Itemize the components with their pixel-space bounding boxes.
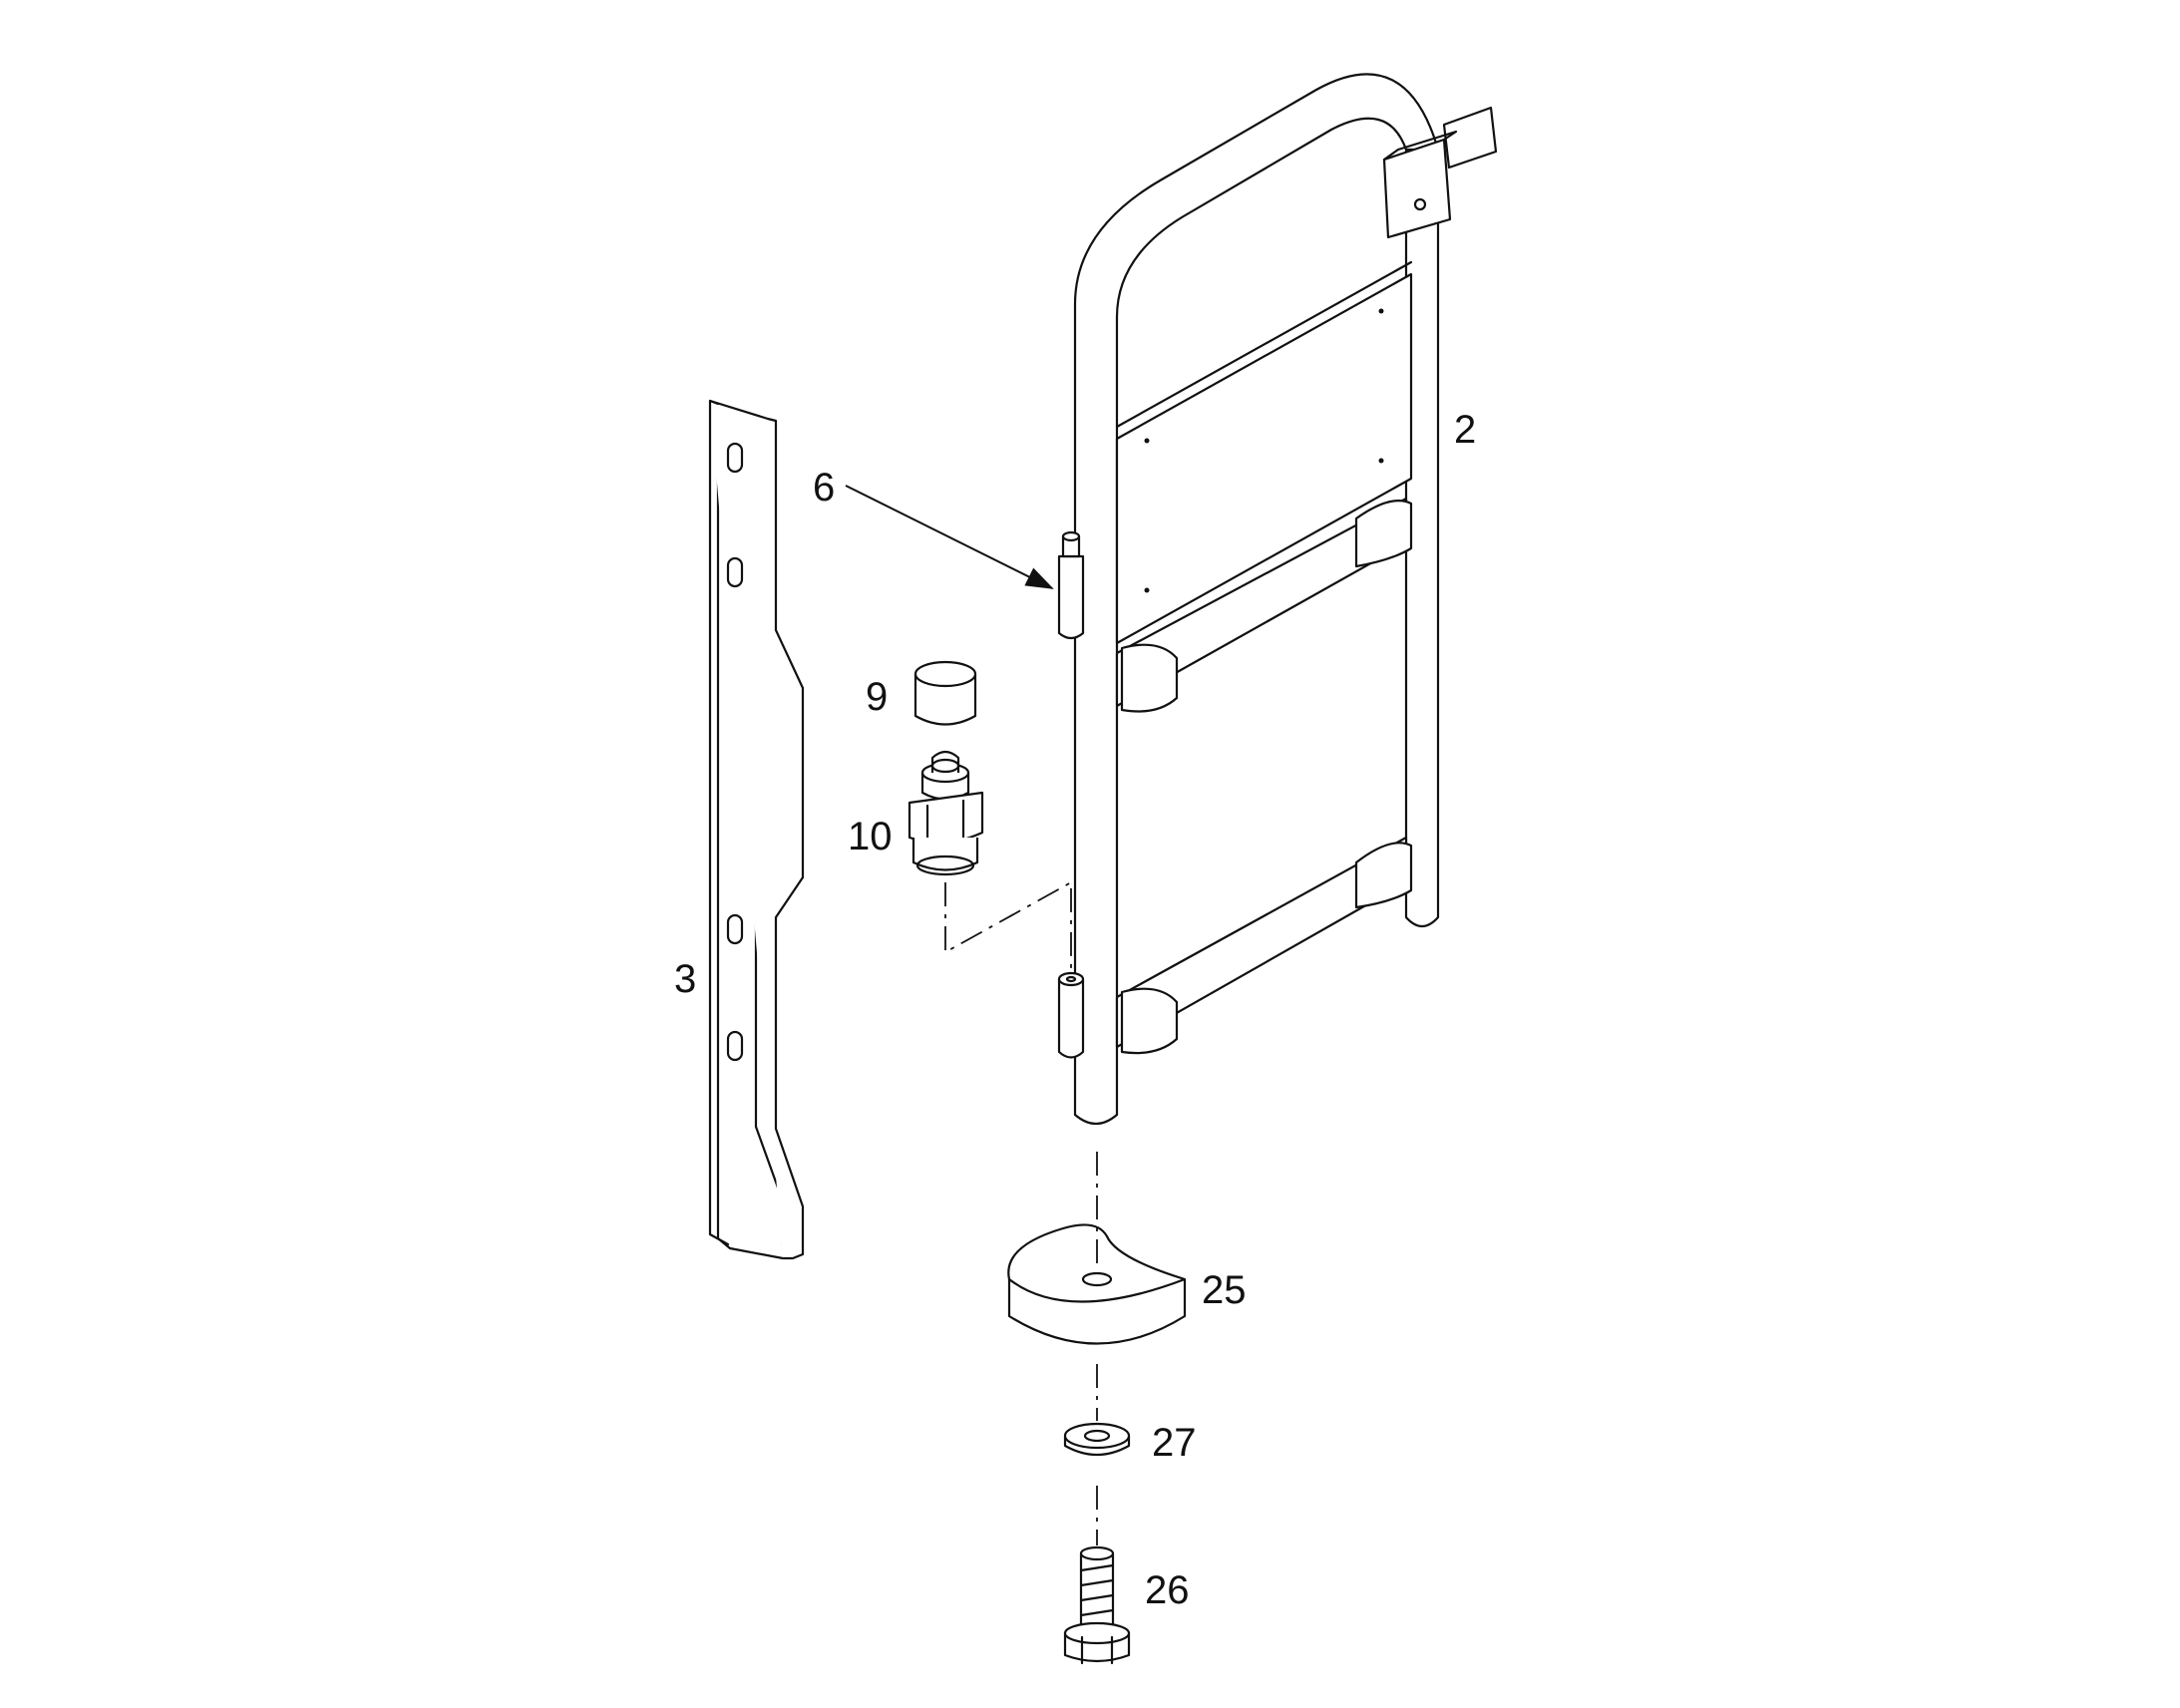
callout-cap: 9 xyxy=(866,675,888,719)
callout-grease-nipple: 10 xyxy=(848,815,893,858)
pin-leader-arrow xyxy=(845,485,1054,589)
callout-pin: 6 xyxy=(813,466,835,510)
callout-washer: 27 xyxy=(1152,1421,1197,1465)
grease-nipple-part xyxy=(908,750,984,876)
callout-frame: 2 xyxy=(1454,408,1476,452)
frame-part xyxy=(1057,73,1498,1126)
callout-foot-disc: 25 xyxy=(1202,1268,1247,1312)
bolt-part xyxy=(1063,1545,1131,1665)
callout-bracket: 3 xyxy=(674,957,696,1001)
assembly-lines xyxy=(944,880,1098,1545)
bracket-part xyxy=(708,399,805,1260)
callout-bolt: 26 xyxy=(1145,1568,1190,1612)
washer-part xyxy=(1063,1422,1131,1456)
cap-part xyxy=(913,660,977,726)
